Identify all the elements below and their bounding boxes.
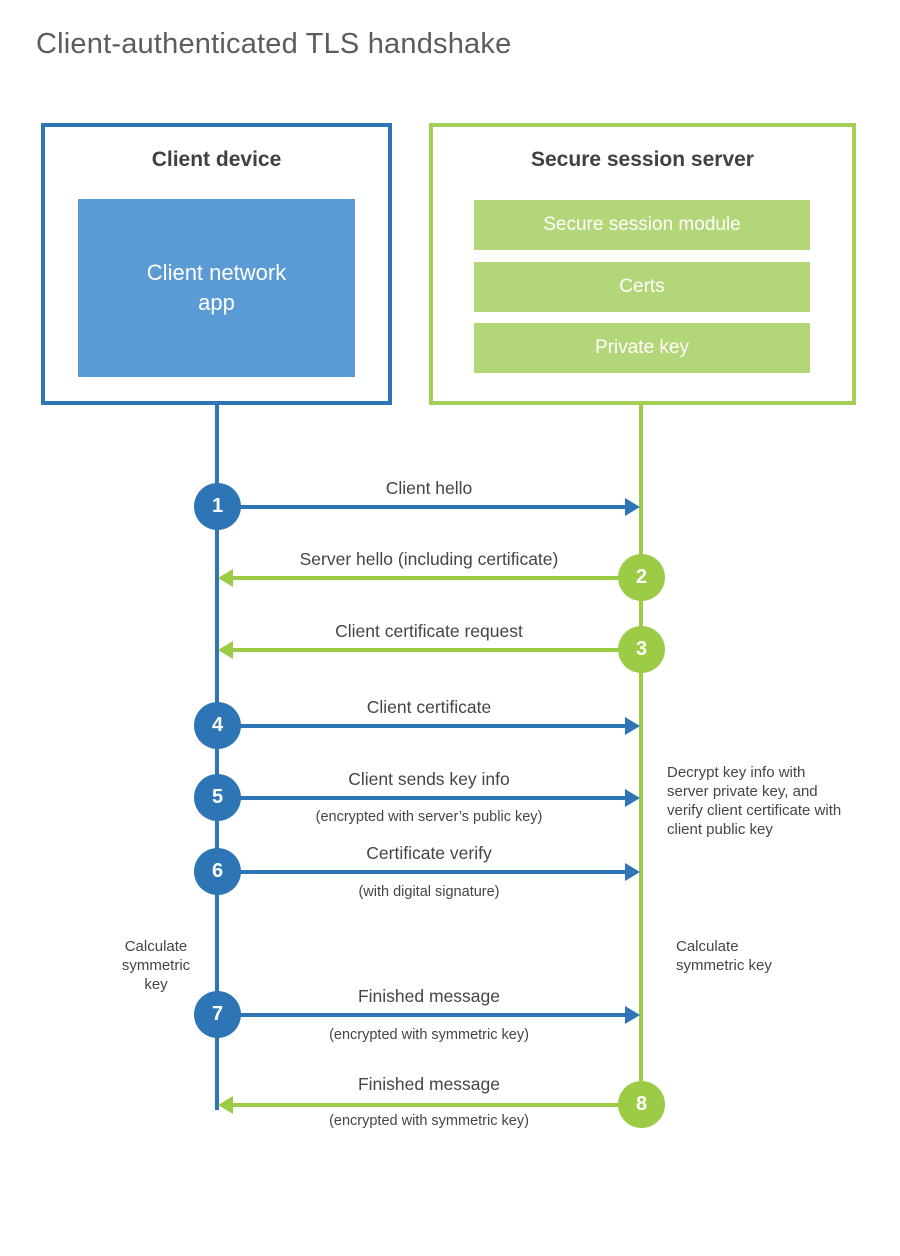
step-5-sublabel: (encrypted with server’s public key) [315, 809, 543, 825]
step-7-sublabel: (encrypted with symmetric key) [329, 1027, 529, 1043]
step-5-label: Client sends key info [348, 769, 510, 789]
step-3-circle: 3 [618, 626, 665, 673]
decrypt-note: Decrypt key info with server private key… [667, 764, 842, 838]
calc-symmetric-key-left: Calculate symmetric key [121, 938, 191, 993]
step-8-arrowhead [218, 1096, 233, 1114]
step-2-arrow [232, 576, 641, 580]
client-network-app-box: Client network app [78, 199, 355, 377]
step-7-arrow [217, 1013, 626, 1017]
server-heading: Secure session server [531, 148, 754, 171]
step-5-circle: 5 [194, 774, 241, 821]
client-lifeline [215, 405, 219, 1110]
step-5-arrowhead [625, 789, 640, 807]
calc-symmetric-key-right: Calculate symmetric key [676, 938, 772, 974]
step-6-sublabel: (with digital signature) [358, 884, 500, 900]
step-1-label: Client hello [385, 478, 473, 498]
step-3-arrowhead [218, 641, 233, 659]
step-2-circle: 2 [618, 554, 665, 601]
step-1-circle: 1 [194, 483, 241, 530]
step-8-label: Finished message [357, 1074, 501, 1094]
step-6-circle: 6 [194, 848, 241, 895]
step-8-arrow [232, 1103, 641, 1107]
step-3-arrow [232, 648, 641, 652]
step-5-arrow [217, 796, 626, 800]
server-module-bar: Secure session module [474, 200, 810, 250]
step-7-circle: 7 [194, 991, 241, 1038]
step-7-arrowhead [625, 1006, 640, 1024]
step-2-arrowhead [218, 569, 233, 587]
server-private-key-bar: Private key [474, 323, 810, 373]
page-title: Client-authenticated TLS handshake [36, 28, 512, 60]
step-8-circle: 8 [618, 1081, 665, 1128]
step-1-arrowhead [625, 498, 640, 516]
step-8-sublabel: (encrypted with symmetric key) [329, 1113, 529, 1129]
step-1-arrow [217, 505, 626, 509]
step-4-circle: 4 [194, 702, 241, 749]
client-network-app-label: Client network app [146, 260, 287, 315]
step-3-label: Client certificate request [335, 621, 523, 641]
step-4-arrow [217, 724, 626, 728]
client-device-heading: Client device [151, 148, 282, 171]
step-7-label: Finished message [357, 986, 501, 1006]
step-2-label: Server hello (including certificate) [299, 549, 559, 569]
step-6-label: Certificate verify [366, 843, 492, 863]
server-certs-bar: Certs [474, 262, 810, 312]
server-lifeline [639, 405, 643, 1105]
step-4-arrowhead [625, 717, 640, 735]
step-6-arrowhead [625, 863, 640, 881]
step-6-arrow [217, 870, 626, 874]
step-4-label: Client certificate [366, 697, 492, 717]
